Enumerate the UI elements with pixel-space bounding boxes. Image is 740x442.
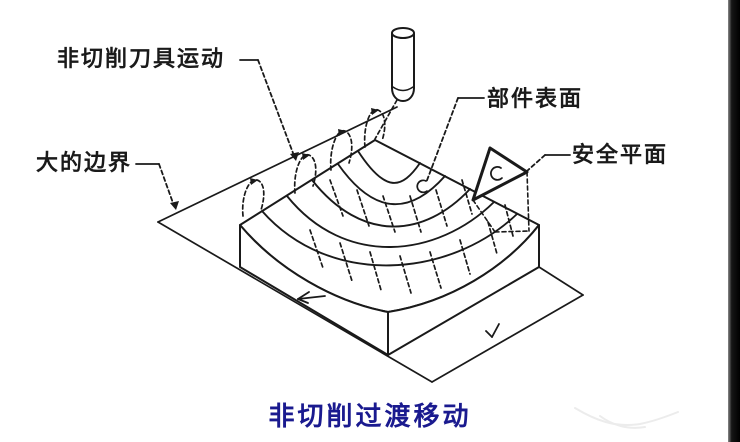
leader-safety-plane [526, 154, 571, 172]
workpiece-right-face [387, 224, 540, 356]
transition-hatch-lines [309, 179, 514, 294]
boundary-edge-topleft [157, 106, 398, 223]
boundary-plane [157, 106, 584, 383]
label-part-surface: 部件表面 [487, 86, 584, 111]
plane-direction-arrow [297, 291, 326, 304]
label-large-boundary: 大的边界 [36, 150, 133, 175]
toolpath-curves [261, 150, 518, 267]
leader-lines [135, 59, 571, 210]
contact-mark-surface [416, 179, 428, 194]
caption-title: 非切削过渡移动 [268, 402, 472, 431]
boundary-edge-bottomright [431, 294, 584, 383]
plane-tick-mark [485, 323, 500, 338]
contact-mark-triangle [490, 166, 503, 181]
label-noncut-tool-motion: 非切削刀具运动 [57, 46, 226, 71]
right-edge-black-strip [728, 0, 740, 442]
milling-tool [391, 27, 415, 102]
leader-large-boundary [135, 163, 179, 210]
boundary-edge-bottomleft [157, 221, 433, 383]
tool-plunge-path [374, 99, 398, 140]
leader-part-surface [425, 97, 485, 184]
hop-arc-arrowheads [250, 108, 379, 185]
safety-plane-triangle [471, 146, 530, 233]
label-safety-plane: 安全平面 [572, 142, 669, 167]
safety-plane-projection [472, 171, 530, 233]
leader-tool-motion [239, 59, 299, 161]
boundary-edge-topright [538, 266, 584, 296]
watermark-scribble [574, 407, 679, 429]
